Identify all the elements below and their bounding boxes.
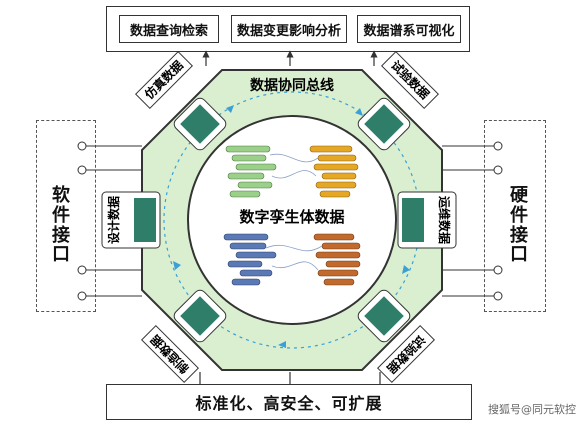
right-interface-connectors [442,141,503,301]
watermark-text: 搜狐号@同元软控 [488,403,576,416]
svg-text:仿真数据: 仿真数据 [141,57,186,102]
hardware-char-4: 口 [510,244,532,266]
ring-title: 数据协同总线 [250,77,334,94]
bottom-principle-frame: 标准化、高安全、可扩展 [106,384,472,420]
center-link-lines [265,153,323,271]
top-function-frame: 数据查询检索 数据变更影响分析 数据谱系可视化 [106,6,470,52]
svg-text:运维数据: 运维数据 [437,196,452,244]
hardware-interface-label: 硬 件 接 口 [510,186,532,265]
software-char-3: 接 [52,224,74,246]
svg-text:制造数据: 制造数据 [147,332,192,377]
function-box-lineage: 数据谱系可视化 [357,15,461,43]
software-char-1: 软 [52,185,74,206]
blue-bar-cluster [223,233,277,286]
svg-text:设计数据: 设计数据 [106,196,121,244]
bottom-principle-label: 标准化、高安全、可扩展 [195,394,383,413]
bottom-connector-arrows [199,372,381,384]
brown-bar-cluster [313,233,361,286]
hardware-char-3: 接 [510,224,532,246]
hardware-interface-box [484,120,546,312]
svg-text:试验数据: 试验数据 [388,57,433,102]
center-title: 数字孪生体数据 [239,208,344,226]
node-maintenance-data: 运维数据 [397,191,457,249]
software-char-4: 口 [52,244,74,266]
left-interface-connectors [77,141,142,301]
function-box-impact-analysis: 数据变更影响分析 [231,15,347,43]
software-char-2: 件 [52,204,74,226]
node-design-data: 设计数据 [101,191,161,249]
function-box-query: 数据查询检索 [119,15,219,43]
software-interface-label: 软 件 接 口 [52,186,74,265]
top-connector-arrows [202,50,378,66]
orange-bar-cluster [309,145,359,198]
node-test-data-bottom: 试验数据 [357,289,435,383]
hardware-char-2: 件 [510,204,532,226]
software-interface-box [36,120,96,312]
green-bar-cluster [225,145,277,198]
hardware-char-1: 硬 [510,185,532,206]
